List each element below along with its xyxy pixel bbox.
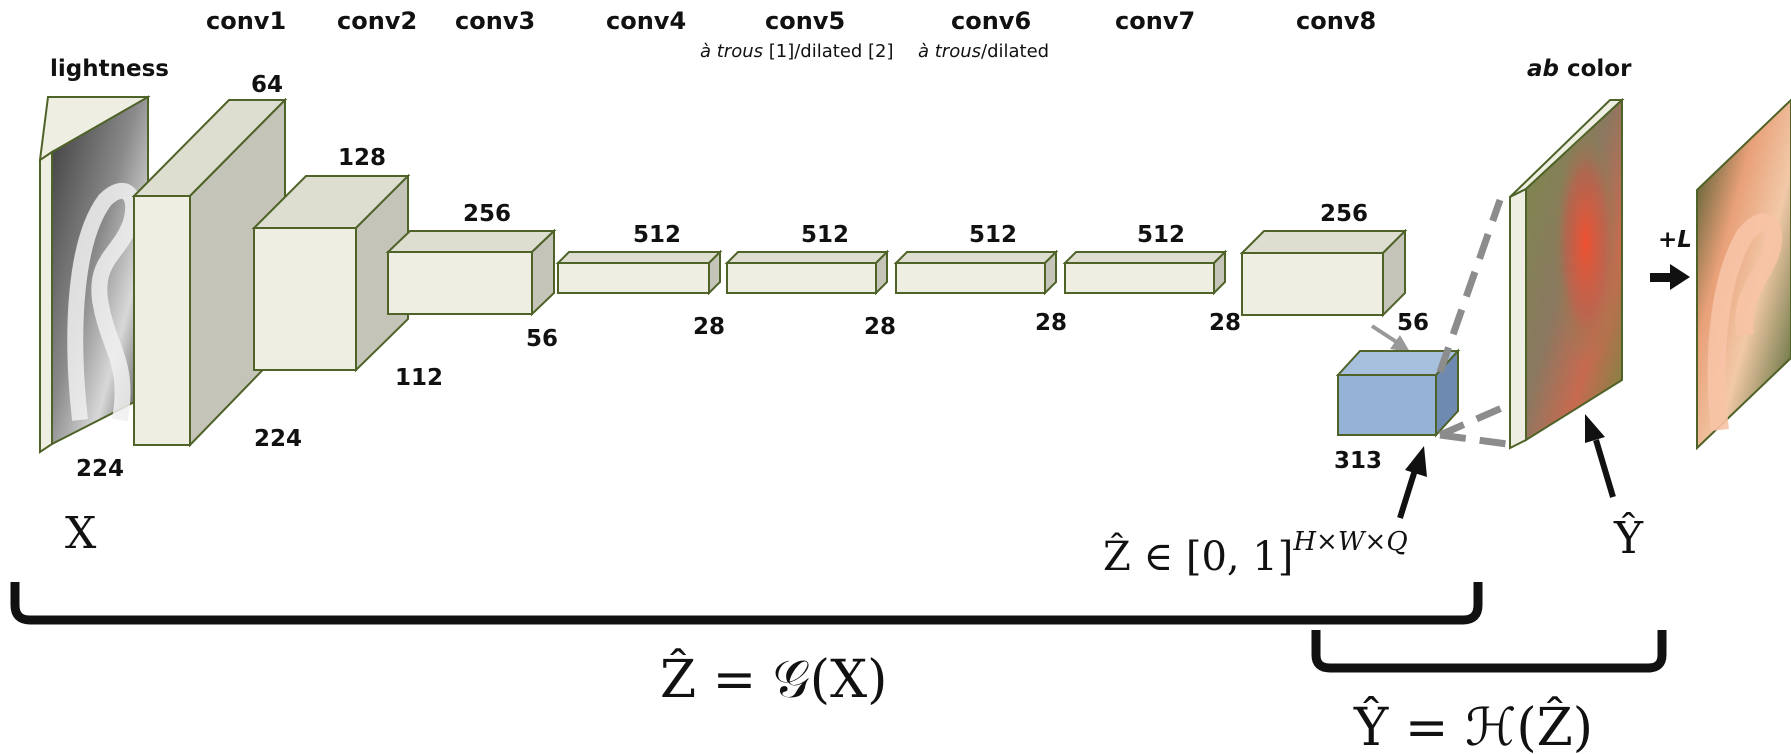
conv2-block (254, 176, 408, 370)
plus-l-label: +L (1658, 227, 1692, 253)
conv2-name: conv2 (337, 7, 417, 35)
conv1-name: conv1 (206, 7, 286, 35)
conv5-block (727, 252, 887, 293)
conv4-depth-label: 512 (633, 222, 681, 248)
final-color-image (1697, 100, 1791, 448)
conv6-name: conv6 (951, 7, 1031, 35)
brace-h (1316, 630, 1662, 668)
conv6-block (896, 252, 1056, 293)
conv5-spatial-label: 28 (864, 314, 896, 340)
conv2-depth-label: 128 (338, 145, 386, 171)
conv8-name: conv8 (1296, 7, 1376, 35)
conv6-spatial-label: 28 (1035, 310, 1067, 336)
conv4-block (558, 252, 720, 293)
input-title: lightness (50, 56, 169, 82)
conv5-dilation-note: à trous [1]/dilated [2] (700, 41, 894, 62)
conv7-block (1065, 252, 1225, 293)
conv1-spatial-label: 224 (254, 426, 302, 452)
y-hat-symbol: Ŷ (1613, 511, 1644, 564)
conv7-depth-label: 512 (1137, 222, 1185, 248)
conv8-block (1242, 231, 1405, 315)
conv5-depth-label: 512 (801, 222, 849, 248)
conv5-name: conv5 (765, 7, 845, 35)
conv7-name: conv7 (1115, 7, 1195, 35)
equation-h: Ŷ = ℋ(Ẑ) (1353, 696, 1593, 754)
brace-g (15, 582, 1478, 620)
output-title: ab color (1527, 56, 1632, 82)
z-hat-arrow (1400, 446, 1427, 518)
input-size-label: 224 (76, 456, 124, 482)
z-hat-formula: Ẑ ∈ [0, 1]H×W×Q (1103, 527, 1408, 580)
conv7-spatial-label: 28 (1209, 310, 1241, 336)
conv3-name: conv3 (455, 7, 535, 35)
plus-l-arrow (1650, 264, 1690, 290)
input-symbol: X (65, 508, 97, 559)
conv4-name: conv4 (606, 7, 686, 35)
equation-g: Ẑ = 𝒢(X) (660, 648, 887, 710)
conv6-depth-label: 512 (969, 222, 1017, 248)
input-lightness-image (40, 97, 148, 452)
conv4-spatial-label: 28 (693, 314, 725, 340)
conv3-spatial-label: 56 (526, 326, 558, 352)
conv8-depth-label: 256 (1320, 201, 1368, 227)
conv1-depth-label: 64 (251, 72, 283, 98)
conv2-spatial-label: 112 (395, 365, 443, 391)
conv3-depth-label: 256 (463, 201, 511, 227)
conv6-dilation-note: à trous/dilated (918, 41, 1049, 62)
output-ab-image (1510, 100, 1622, 448)
conv8-spatial-label: 56 (1397, 310, 1429, 336)
distribution-depth-label: 313 (1334, 448, 1382, 474)
conv3-block (388, 231, 554, 314)
y-hat-arrow (1585, 414, 1613, 497)
